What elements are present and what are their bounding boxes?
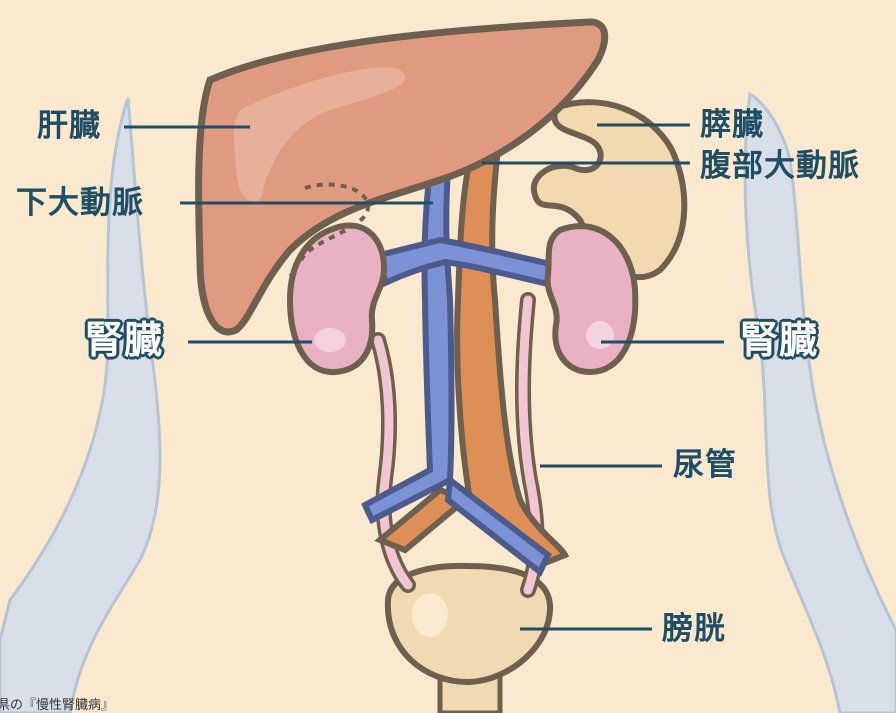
body-outline-right <box>745 94 896 713</box>
label-abdominal-aorta: 腹部大動脈 <box>700 151 860 182</box>
label-ivc: 下大動脈 <box>16 188 144 219</box>
kidney-left-highlight <box>314 328 346 352</box>
label-kidney-left: 腎臓 <box>85 321 163 359</box>
source-note: 県の『慢性腎臓病』 <box>0 694 114 713</box>
kidney-right-shape <box>548 226 636 372</box>
label-pancreas: 膵臓 <box>700 110 764 141</box>
label-kidney-right: 腎臓 <box>740 321 818 359</box>
bladder-highlight <box>412 593 448 637</box>
kidney-right-highlight <box>586 321 614 349</box>
label-ureter: 尿管 <box>673 450 737 481</box>
label-liver: 肝臓 <box>37 111 101 142</box>
label-bladder: 膀胱 <box>662 614 726 645</box>
